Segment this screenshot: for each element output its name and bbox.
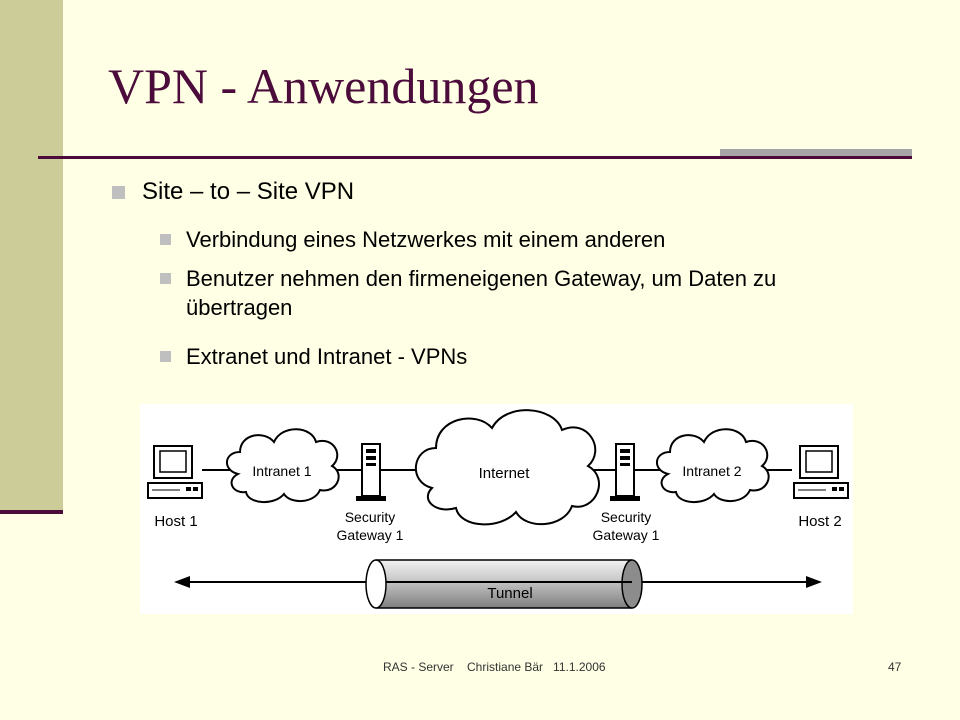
gateway2-server-icon [610, 443, 640, 501]
site-to-site-vpn-diagram: Host 1 Intranet 1 Security Gateway 1 Int… [140, 404, 853, 614]
title-underline [38, 156, 912, 159]
tunnel-label: Tunnel [487, 585, 532, 602]
sub-bullet-marker [160, 273, 171, 284]
gateway1-label-line1: Security [345, 509, 396, 525]
intranet1-cloud [226, 428, 340, 503]
host1-computer-icon [147, 445, 203, 499]
title-underline-accent [720, 149, 912, 156]
host2-computer-icon [793, 445, 849, 499]
intranet2-cloud [656, 428, 770, 503]
gateway2-label-line2: Gateway 1 [593, 527, 660, 543]
slide-title: VPN - Anwendungen [108, 58, 539, 114]
bullet-marker [112, 186, 125, 199]
host1-label: Host 1 [154, 513, 197, 530]
sub-bullet-2: Benutzer nehmen den firmeneigenen Gatewa… [186, 266, 777, 320]
intranet2-label: Intranet 2 [682, 463, 741, 479]
side-band-cap [0, 510, 63, 514]
slide-footer: RAS - Server Christiane Bär 11.1.2006 [383, 660, 606, 674]
host2-label: Host 2 [798, 513, 841, 530]
gateway1-server-icon [356, 443, 386, 501]
side-band [0, 0, 63, 510]
internet-cloud [415, 409, 600, 526]
sub-bullet-1: Verbindung eines Netzwerkes mit einem an… [186, 227, 666, 252]
gateway2-label-line1: Security [601, 509, 652, 525]
bullet-level1: Site – to – Site VPN [142, 178, 355, 205]
sub-bullet-marker [160, 351, 171, 362]
intranet1-label: Intranet 1 [252, 463, 311, 479]
gateway1-label-line2: Gateway 1 [337, 527, 404, 543]
sub-bullet-3: Extranet und Intranet - VPNs [186, 344, 468, 369]
tunnel-cylinder [365, 559, 643, 609]
sub-bullet-marker [160, 234, 171, 245]
internet-label: Internet [479, 465, 531, 482]
page-number: 47 [888, 660, 902, 674]
